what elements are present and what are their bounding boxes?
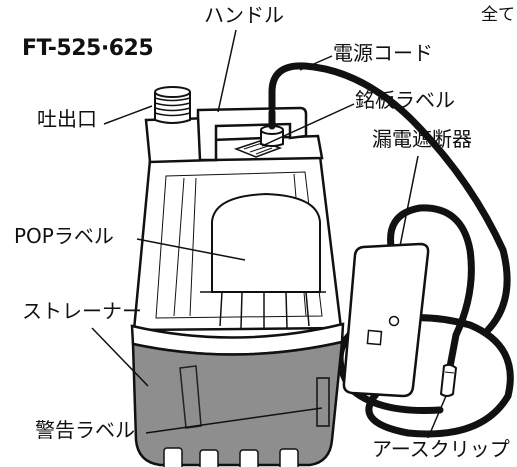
label-handle: ハンドル: [204, 3, 284, 27]
leader-line-outlet: [103, 105, 153, 125]
pump-handle: [196, 106, 308, 162]
leader-line-handle: [217, 29, 237, 113]
strainer-opening: [163, 447, 183, 467]
leader-line-warning-label: [145, 407, 323, 434]
outlet-pipe-threads: [154, 97, 191, 117]
leader-line-pop-label: [136, 238, 246, 261]
breaker-test-button: [388, 315, 400, 327]
strainer: [131, 340, 344, 467]
strainer-opening: [199, 449, 219, 467]
label-nameplate: 銘板ラベル: [355, 88, 455, 112]
pump-inner-ribs: [219, 291, 310, 329]
breaker-reset-switch: [366, 329, 383, 346]
strainer-opening: [239, 449, 259, 467]
label-warning-label: 警告ラベル: [35, 418, 135, 442]
corner-text: 全て: [481, 5, 515, 25]
power-cord-breaker-lead: [387, 204, 475, 376]
leader-line-strainer: [91, 327, 149, 387]
leader-line-breaker: [399, 155, 419, 247]
label-breaker: 漏電遮断器: [372, 127, 472, 151]
warning-label-plate: [316, 377, 330, 427]
strainer-opening: [279, 448, 299, 467]
pop-label-dome: [200, 192, 326, 293]
leader-line-power-cord: [299, 55, 333, 71]
power-cord-main: [268, 62, 511, 334]
leader-line-earth-clip: [427, 395, 447, 439]
leader-line-nameplate: [261, 103, 355, 147]
label-pop-label: POPラベル: [14, 224, 114, 248]
label-power-cord: 電源コード: [333, 41, 433, 65]
cable-gland: [260, 108, 284, 147]
outlet-pipe: [154, 86, 191, 124]
earth-clip: [439, 363, 458, 397]
label-outlet: 吐出口: [37, 107, 97, 131]
label-earth-clip: アースクリップ: [372, 437, 510, 461]
breaker-box: [342, 242, 430, 398]
strainer-slot: [179, 365, 202, 429]
model-title: FT-525·625: [22, 36, 154, 61]
label-strainer: ストレーナー: [22, 299, 142, 323]
leader-lines: [91, 29, 447, 439]
